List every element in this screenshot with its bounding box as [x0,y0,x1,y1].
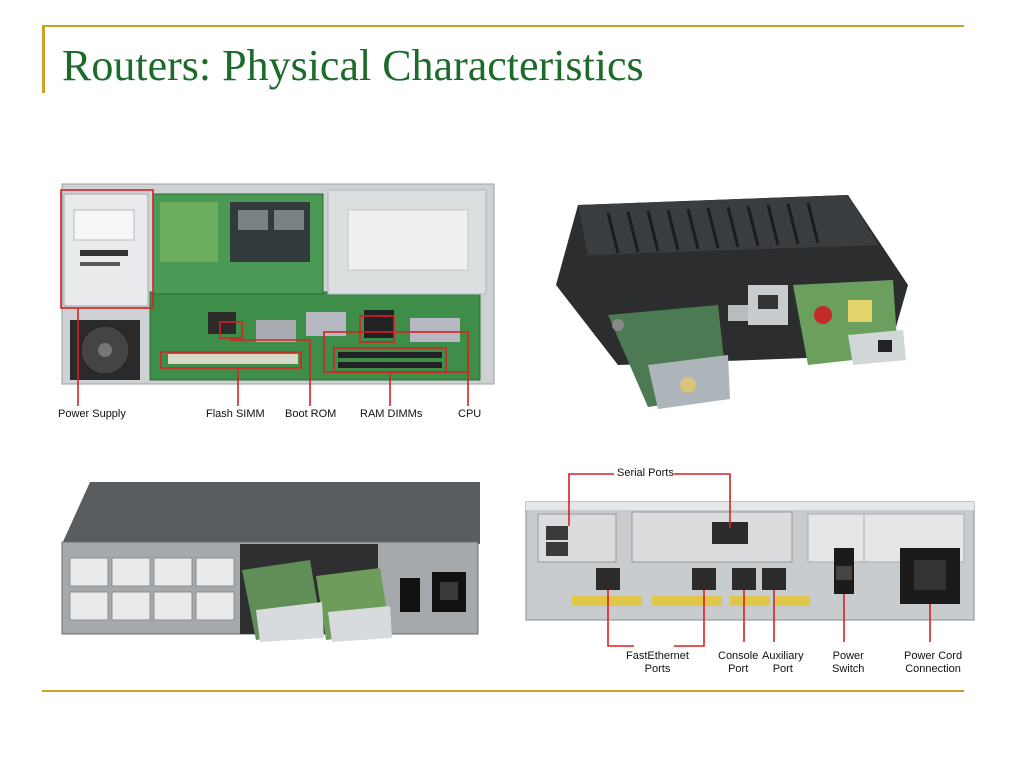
label-power-cord: Power Cord Connection [904,650,962,676]
label-fastethernet-ports: FastEthernet Ports [626,650,689,676]
label-auxiliary-line2: Port [772,663,793,675]
router-module-photo [556,195,908,409]
label-flash-simm: Flash SIMM [206,408,265,420]
label-fastethernet-line2: Ports [644,663,671,675]
label-power-switch: Power Switch [832,650,864,676]
label-power-cord-line1: Power Cord [904,650,963,662]
label-console-port: Console Port [718,650,758,676]
router-rear-photo [61,482,480,642]
label-console-line1: Console [718,650,759,662]
bottom-rule [42,690,964,692]
label-fastethernet-line1: FastEthernet [626,650,689,662]
label-console-line2: Port [728,663,749,675]
slide-title: Routers: Physical Characteristics [62,41,644,90]
label-serial-ports: Serial Ports [617,467,674,479]
router-board-photo [58,180,498,425]
label-auxiliary-port: Auxiliary Port [762,650,804,676]
label-boot-rom: Boot ROM [285,408,337,420]
label-power-cord-line2: Connection [905,663,961,675]
router-back-panel-photo [525,473,975,647]
label-power-switch-line1: Power [832,650,864,662]
top-rule [42,25,964,27]
label-power-supply: Power Supply [58,408,126,420]
label-auxiliary-line1: Auxiliary [762,650,804,662]
label-cpu: CPU [458,408,482,420]
label-ram-dimms: RAM DIMMs [360,408,423,420]
title-accent-bar [42,27,45,93]
label-power-switch-line2: Switch [832,663,865,675]
